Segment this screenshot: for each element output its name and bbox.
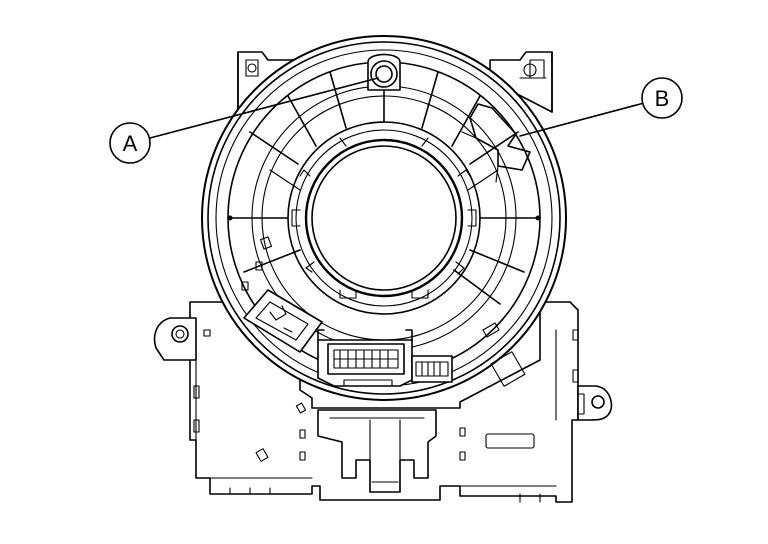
- callout-a: A: [109, 77, 379, 164]
- callout-b-label: B: [655, 86, 670, 111]
- leader-line-b: [519, 102, 645, 137]
- inner-teeth: [291, 137, 477, 299]
- callout-a-circle: [109, 122, 151, 164]
- top-lug: [367, 53, 401, 91]
- callout-b: B: [519, 77, 683, 137]
- left-mount-ear: [153, 317, 197, 361]
- radial-ribs: [227, 61, 541, 305]
- leader-line-a: [149, 77, 379, 139]
- callout-b-circle: [641, 77, 683, 119]
- right-mount-ear: [577, 385, 613, 421]
- lower-connector: [317, 409, 437, 493]
- left-connector: [243, 289, 323, 353]
- small-connector: [411, 355, 453, 383]
- callout-a-label: A: [123, 131, 138, 156]
- right-step-feature: [461, 103, 531, 183]
- center-connector: [317, 329, 413, 387]
